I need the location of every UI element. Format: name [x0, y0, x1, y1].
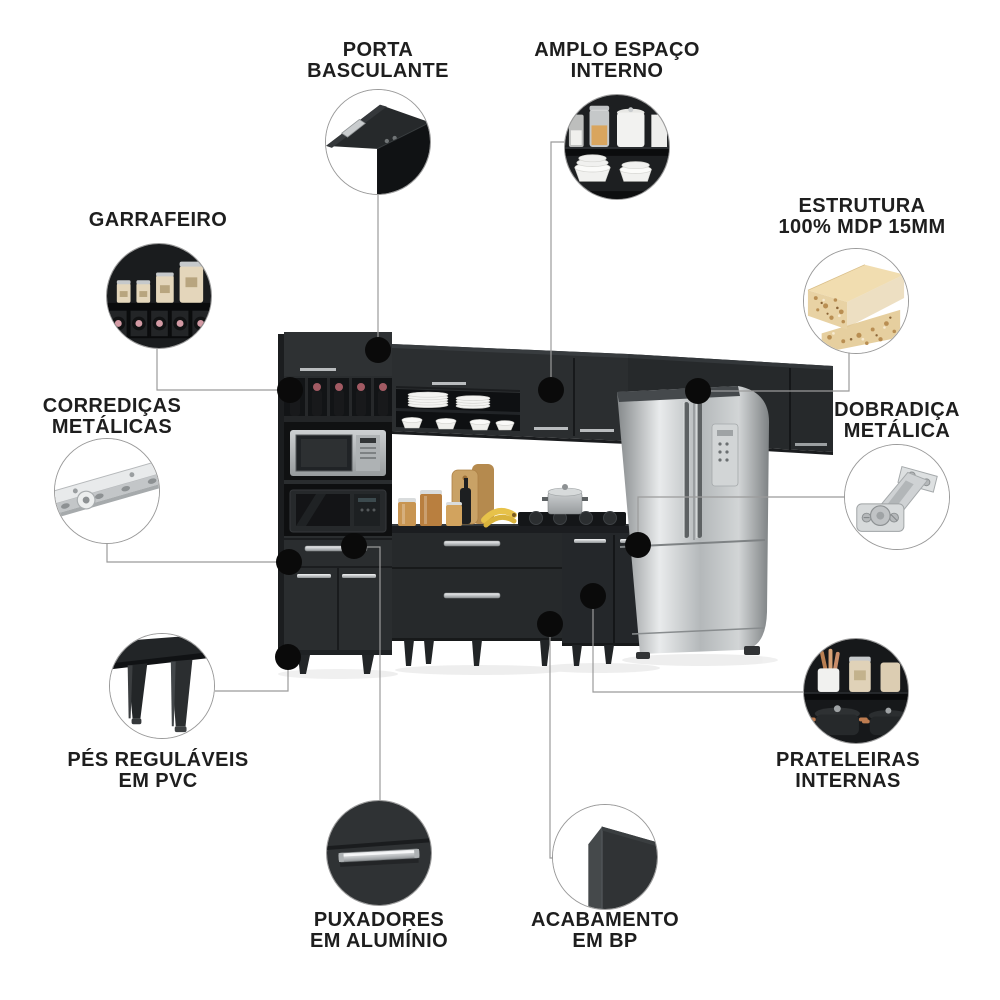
internal-shelves-pots-icon: [804, 639, 908, 743]
anchor-dot-puxadores: [341, 533, 367, 559]
line-corredicas: [106, 543, 289, 563]
pot: [542, 484, 588, 515]
line-prateleiras: [592, 596, 803, 693]
utensil-crock: [817, 648, 840, 692]
line-amplo-espaco: [550, 141, 564, 390]
drawer-slide: [55, 458, 159, 520]
line-garrafeiro: [156, 348, 290, 391]
label-puxadores: PUXADORES EM ALUMÍNIO: [309, 909, 449, 952]
amplo-espaco-photo-circle: [564, 94, 670, 200]
acabamento-photo-circle: [552, 804, 658, 910]
anchor-dot-prateleiras: [580, 583, 606, 609]
line-acabamento: [549, 624, 553, 859]
microwave: [290, 430, 386, 476]
line-dobradica: [637, 496, 845, 545]
base-feet: [404, 640, 614, 666]
estrutura-photo-circle: [803, 248, 909, 354]
counter-drawers-unit: [392, 532, 562, 641]
label-dobradica: DOBRADIÇA METÁLICA: [834, 399, 960, 442]
anchor-dot-dobradica: [625, 532, 651, 558]
anchor-dot-corredicas: [276, 549, 302, 575]
tall-cabinet: [278, 332, 392, 674]
foot-left: [127, 663, 148, 719]
flap-handle: [341, 118, 366, 138]
foot-right: [170, 659, 193, 727]
anchor-dot-amplo-espaco: [538, 377, 564, 403]
dobradica-photo-circle: [844, 444, 950, 550]
wine-bottle: [460, 478, 471, 524]
anchor-dot-porta-basculante: [365, 337, 391, 363]
bp-finish-corner-icon: [553, 805, 657, 909]
aluminium-handle-icon: [327, 801, 431, 905]
oven: [289, 489, 387, 533]
corredicas-photo-circle: [54, 438, 160, 544]
floor-shadows: [278, 654, 778, 679]
cabinet-foot: [298, 655, 310, 674]
anchor-dot-estrutura: [685, 378, 711, 404]
bowls-stack: [401, 417, 515, 431]
mdp-board-icon: [804, 249, 908, 353]
label-porta-basculante: PORTA BASCULANTE: [307, 39, 449, 82]
fridge-control-panel: [711, 423, 739, 487]
puxadores-photo-circle: [326, 800, 432, 906]
flap-door-icon: [326, 90, 430, 194]
garrafeiro-photo-circle: [106, 243, 212, 349]
pvc-adjustable-feet-icon: [110, 634, 214, 738]
label-acabamento: ACABAMENTO EM BP: [530, 909, 680, 952]
refrigerator: [617, 386, 770, 659]
cabinet-foot: [362, 655, 374, 674]
particle-speckles: [813, 296, 897, 345]
anchor-dot-pes: [275, 644, 301, 670]
label-estrutura: ESTRUTURA 100% MDP 15MM: [778, 195, 946, 238]
label-amplo-espaco: AMPLO ESPAÇO INTERNO: [534, 39, 700, 82]
label-corredicas: CORREDIÇAS METÁLICAS: [42, 395, 182, 438]
anchor-dot-acabamento: [537, 611, 563, 637]
jars: [398, 490, 462, 526]
porta-basculante-photo-circle: [325, 89, 431, 195]
cooktop: [518, 484, 626, 526]
line-estrutura: [698, 353, 850, 392]
wine-rack: [284, 378, 392, 422]
rack-cells: [107, 308, 211, 339]
wall-cabinet-center: [392, 344, 628, 444]
anchor-dots: [275, 337, 711, 670]
anchor-dot-garrafeiro: [277, 377, 303, 403]
bananas: [481, 508, 517, 528]
metal-hinge-icon: [845, 445, 949, 549]
label-prateleiras: PRATELEIRAS INTERNAS: [775, 749, 921, 792]
prateleiras-photo-circle: [803, 638, 909, 744]
label-pes-regulaveis: PÉS REGULÁVEIS EM PVC: [67, 749, 249, 792]
hinge: [856, 465, 938, 532]
inner-shelves-dishes-icon: [565, 95, 669, 199]
label-garrafeiro: GARRAFEIRO: [88, 209, 228, 231]
pes-photo-circle: [109, 633, 215, 739]
bottle-rack-icon: [107, 244, 211, 348]
plates-stack: [407, 391, 491, 409]
metal-drawer-slide-icon: [55, 439, 159, 543]
